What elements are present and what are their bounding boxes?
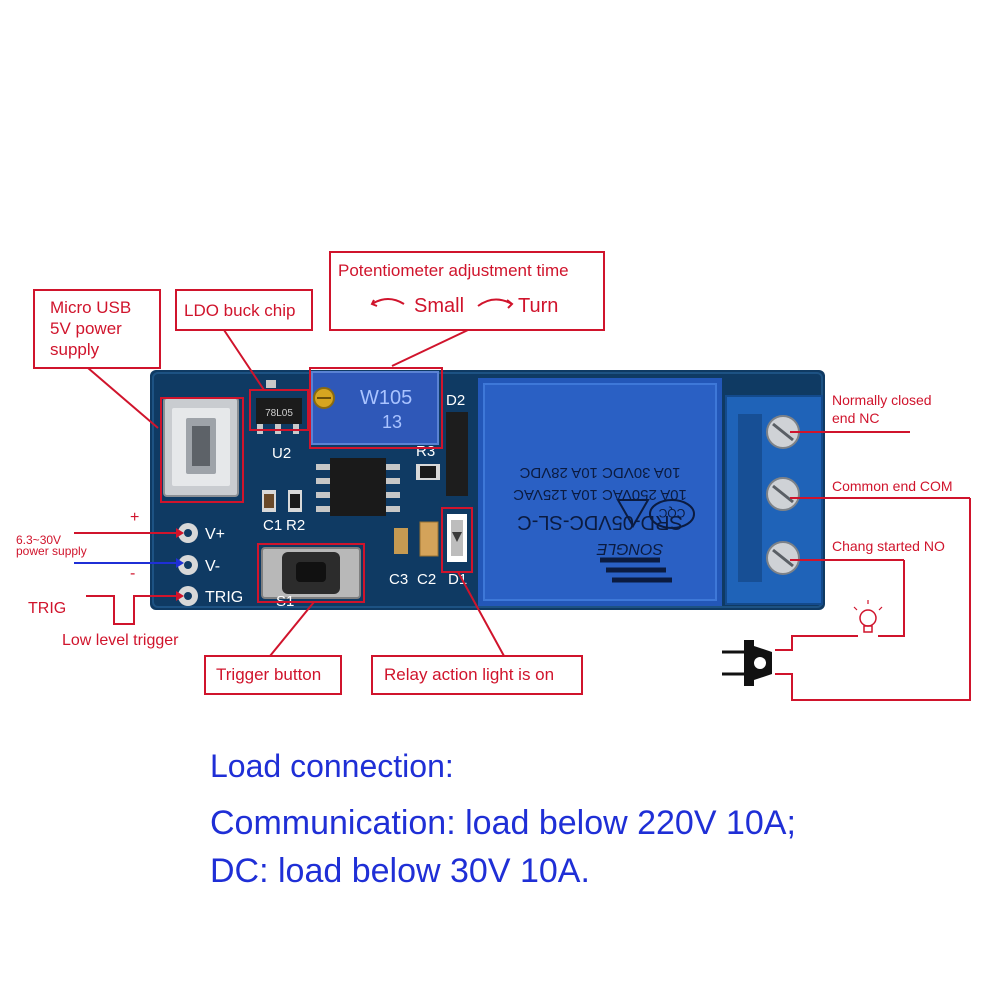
callout-ldo-label: LDO buck chip [184,301,296,320]
pot-model: W105 [360,387,412,409]
callout-minus: - [130,565,135,582]
relay-cqc: CQC [658,506,685,520]
relay-rating-dc: 10A 30VDC 10A 28VDC [519,464,680,481]
silk-trig: TRIG [205,589,243,606]
load-wiring [775,498,971,701]
trigger-switch [261,547,361,599]
silk-d2: D2 [446,392,465,409]
relay: SRD-05VDC-SL-C 10A 250VAC 10A 125VAC 10A… [478,378,722,606]
callout-trigger-button-label: Trigger button [216,665,321,684]
callout-relay-light: Relay action light is on [371,507,583,695]
silk-r2: R2 [286,517,305,534]
callout-relay-light-label: Relay action light is on [384,665,554,684]
callout-potentiometer: Potentiometer adjustment time Small Turn [309,251,605,449]
callout-micro-usb-line2: 5V power [50,319,122,338]
callout-com: Common end COM [832,478,953,494]
callout-supply-range: 6.3~30V [16,533,61,547]
silk-c2: C2 [417,571,436,588]
micro-usb-connector [163,397,239,497]
callout-pot-small: Small [414,295,464,317]
timer-ic [316,458,400,516]
silk-d1: D1 [448,571,467,588]
dc-load-note: DC: load below 30V 10A. [210,852,590,890]
relay-led [447,514,467,562]
silk-c3: C3 [389,571,408,588]
pot-number: 13 [382,412,402,432]
callout-trig-label: TRIG [28,600,66,617]
silk-vminus: V- [205,558,220,575]
bulb-icon [853,600,883,633]
callout-nc-line2: end NC [832,410,879,426]
callout-terminals: Normally closed end NC Common end COM Ch… [790,392,970,561]
callout-pot-title: Potentiometer adjustment time [338,261,569,280]
load-connection-heading: Load connection: [210,748,454,784]
silk-u2: U2 [272,445,291,462]
input-pads [178,523,198,606]
plug-icon [722,640,772,686]
callout-trig: TRIG Low level trigger [28,591,184,649]
ldo-chip-label: 78L05 [265,408,293,419]
callout-micro-usb-line3: supply [50,340,100,359]
relay-model: SRD-05VDC-SL-C [517,511,683,533]
callout-no: Chang started NO [832,538,945,554]
silk-vplus: V+ [205,526,225,543]
callout-power-supply: + 6.3~30V power supply - [16,509,184,582]
potentiometer: W105 13 [311,371,439,445]
ac-load-note: Communication: load below 220V 10A; [210,804,796,842]
callout-pot-turn: Turn [518,295,558,317]
silk-r3: R3 [416,443,435,460]
callout-micro-usb-line1: Micro USB [50,298,131,317]
terminal-block [725,395,823,605]
callout-micro-usb: Micro USB 5V power supply [33,289,244,503]
relay-rating-ac: 10A 250VAC 10A 125VAC [513,486,687,503]
callout-low-trigger: Low level trigger [62,632,179,649]
silk-c1: C1 [263,517,282,534]
callout-ldo: LDO buck chip [175,289,313,431]
smd-components [262,412,468,557]
callout-plus: + [130,509,139,526]
callout-trigger-button: Trigger button [204,543,365,695]
callout-supply-label: power supply [16,544,87,558]
relay-brand: SONGLE [596,540,663,557]
callout-nc-line1: Normally closed [832,392,932,408]
